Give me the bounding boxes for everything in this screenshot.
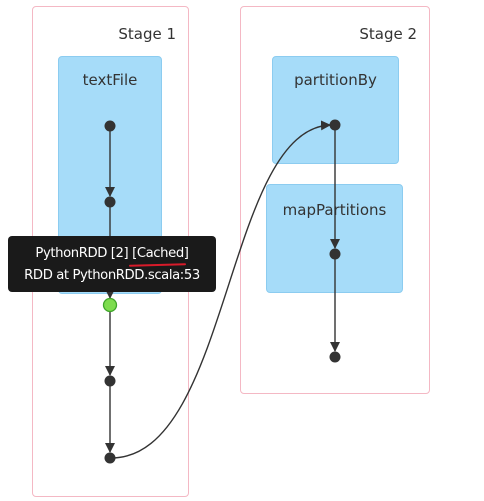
dag-nodes <box>102 119 341 464</box>
cached-dag-node <box>102 297 118 313</box>
stage-1-title: Stage 1 <box>118 25 176 43</box>
dag-node <box>329 119 341 131</box>
dag-node <box>104 196 116 208</box>
stage-2-title: Stage 2 <box>359 25 417 43</box>
dag-edges <box>105 120 340 459</box>
dag-node <box>329 248 341 260</box>
node-tooltip: PythonRDD [2] [Cached] RDD at PythonRDD.… <box>8 236 216 292</box>
tooltip-rdd-name: PythonRDD [2] <box>35 246 133 261</box>
dag-node <box>329 351 341 363</box>
tooltip-line-2: RDD at PythonRDD.scala:53 <box>24 268 200 283</box>
edge-5-partitionby <box>109 120 331 459</box>
dag-node <box>104 375 116 387</box>
operation-textfile-label: textFile <box>82 71 138 89</box>
tooltip-line-1: PythonRDD [2] [Cached] <box>12 243 212 265</box>
dag-node <box>104 120 116 132</box>
dag-node <box>104 452 116 464</box>
tooltip-cached-flag: [Cached] <box>132 243 189 265</box>
operation-partitionby-label: partitionBy <box>294 71 377 89</box>
